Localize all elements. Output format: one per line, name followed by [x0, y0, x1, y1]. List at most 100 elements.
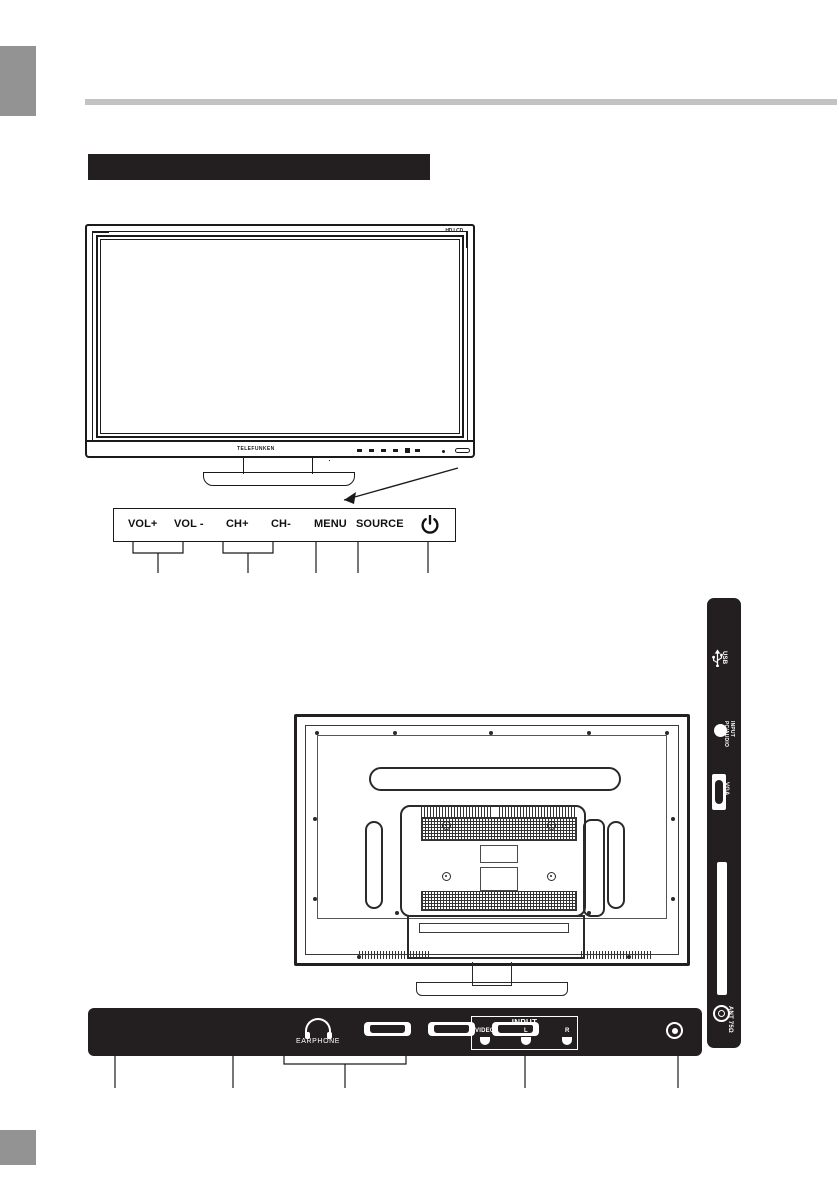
usb-port[interactable]: USB [707, 646, 741, 674]
chin-indicator-dots [357, 448, 429, 453]
tv-front-chassis: HD LCD [85, 224, 475, 456]
tv-rear-stand-base [416, 982, 568, 996]
rear-screw-5 [665, 731, 669, 735]
tv-rear-chassis [294, 714, 690, 966]
av-video-jack[interactable] [480, 1037, 490, 1045]
rear-screw-12 [357, 955, 361, 959]
tv-screen-area [96, 235, 464, 438]
tv-rear-bezel-inset [305, 725, 679, 955]
rear-screw-1 [315, 731, 319, 735]
rear-vent-top-right [499, 805, 577, 819]
rear-screw-6 [313, 817, 317, 821]
hdmi-port-3[interactable] [492, 1022, 539, 1036]
chin-dot-4 [393, 449, 398, 452]
earphone-jack[interactable]: EARPHONE [286, 1018, 350, 1045]
hd-lcd-badge: HD LCD [445, 228, 463, 234]
rear-vent-bottom-left [359, 951, 431, 959]
button-ch-up[interactable]: CH+ [226, 518, 249, 530]
button-menu[interactable]: MENU [314, 518, 347, 530]
button-vol-up[interactable]: VOL+ [128, 518, 158, 530]
power-led-indicator [455, 448, 470, 453]
chin-dot-3 [381, 449, 386, 452]
pc-audio-label-line2: INPUT [729, 721, 735, 737]
chin-dot-5 [405, 448, 410, 453]
rear-vent-bottom-right [581, 951, 653, 959]
av-left-jack[interactable] [521, 1037, 531, 1045]
coax-icon [713, 1005, 730, 1022]
power-icon[interactable] [421, 514, 439, 535]
page-edge-tab-bottom [0, 1130, 36, 1165]
rear-screw-10 [395, 911, 399, 915]
tv-rear-view-illustration [294, 714, 690, 999]
av-left-label: L [524, 1028, 528, 1034]
rear-label-plate-lower [480, 867, 518, 891]
vga-icon [712, 774, 726, 810]
bezel-corner-tl [93, 232, 109, 248]
dc-power-jack[interactable] [666, 1022, 683, 1039]
rear-screw-11 [587, 911, 591, 915]
antenna-port[interactable]: ANT 75Ω [707, 1002, 741, 1033]
button-vol-down[interactable]: VOL - [174, 518, 204, 530]
pc-audio-input-port[interactable]: PC/AUDIO INPUT [707, 718, 741, 747]
av-input-title: INPUT [511, 1018, 538, 1027]
earphone-label: EARPHONE [295, 1038, 341, 1045]
control-panel-strip: VOL+ VOL - CH+ CH- MENU SOURCE [113, 508, 456, 542]
rear-label-plate-upper [480, 845, 518, 863]
rear-bottom-connector-box [407, 915, 585, 959]
tv-rear-stand-neck [472, 962, 512, 986]
vesa-hole-br [547, 872, 556, 881]
tv-front-chin: TELEFUNKEN [85, 440, 475, 458]
bezel-corner-tr [451, 232, 467, 248]
vesa-hole-bl [442, 872, 451, 881]
usb-icon [712, 649, 723, 667]
tv-front-view-illustration: HD LCD TELEFUNKEN [85, 224, 475, 486]
vga-port[interactable]: VGA [707, 774, 741, 814]
tv-rear-handle-recess [369, 767, 621, 791]
header-rule [85, 99, 837, 105]
rear-screw-8 [671, 817, 675, 821]
rear-screw-4 [587, 731, 591, 735]
av-video-label: VIDEO [475, 1028, 495, 1034]
rear-vent-upper-grid [421, 817, 577, 841]
rear-speaker-right [607, 821, 625, 909]
audio-jack-icon [714, 724, 727, 737]
tv-screen-inner-border [100, 239, 460, 434]
vesa-hole-tl [442, 821, 451, 830]
section-heading-bar [88, 154, 430, 180]
brand-logo: TELEFUNKEN [237, 445, 275, 453]
ci-card-slot[interactable] [717, 862, 727, 995]
vga-port-label: VGA [723, 782, 729, 796]
chin-dot-2 [369, 449, 374, 452]
button-source[interactable]: SOURCE [356, 518, 404, 530]
button-ch-down[interactable]: CH- [271, 518, 291, 530]
tv-stand-base [203, 472, 355, 486]
bottom-panel-leader-lines [114, 1056, 679, 1088]
tv-stand-neck [243, 456, 313, 474]
callout-line-front-panel [343, 467, 459, 504]
side-connector-panel: USB PC/AUDIO INPUT VGA ANT 75Ω [707, 598, 741, 1048]
usb-port-label: USB [721, 651, 727, 665]
rear-speaker-left [365, 821, 383, 909]
av-input-group: INPUT VIDEO L R [471, 1016, 578, 1050]
chin-dot-1 [357, 449, 362, 452]
rear-screw-7 [313, 897, 317, 901]
ir-receiver-dot [442, 450, 445, 453]
rear-screw-13 [627, 955, 631, 959]
headphone-icon [304, 1018, 332, 1039]
bottom-connector-panel: EARPHONE INPUT VIDEO L R [88, 1008, 702, 1056]
chin-dot-6 [415, 449, 420, 452]
rear-screw-3 [489, 731, 493, 735]
tv-rear-back-plate [317, 735, 667, 919]
control-panel-leader-lines [132, 541, 429, 573]
rear-bottom-connector-strip [419, 923, 569, 933]
av-right-jack[interactable] [562, 1037, 572, 1045]
leader-anchor [329, 460, 330, 461]
hdmi-port-2[interactable] [428, 1022, 475, 1036]
antenna-port-label: ANT 75Ω [727, 1006, 733, 1033]
rear-screw-9 [671, 897, 675, 901]
hdmi-port-1[interactable] [364, 1022, 411, 1036]
page-edge-tab-top [0, 46, 36, 116]
rear-vent-top-left [421, 805, 491, 819]
vesa-hole-tr [547, 821, 556, 830]
